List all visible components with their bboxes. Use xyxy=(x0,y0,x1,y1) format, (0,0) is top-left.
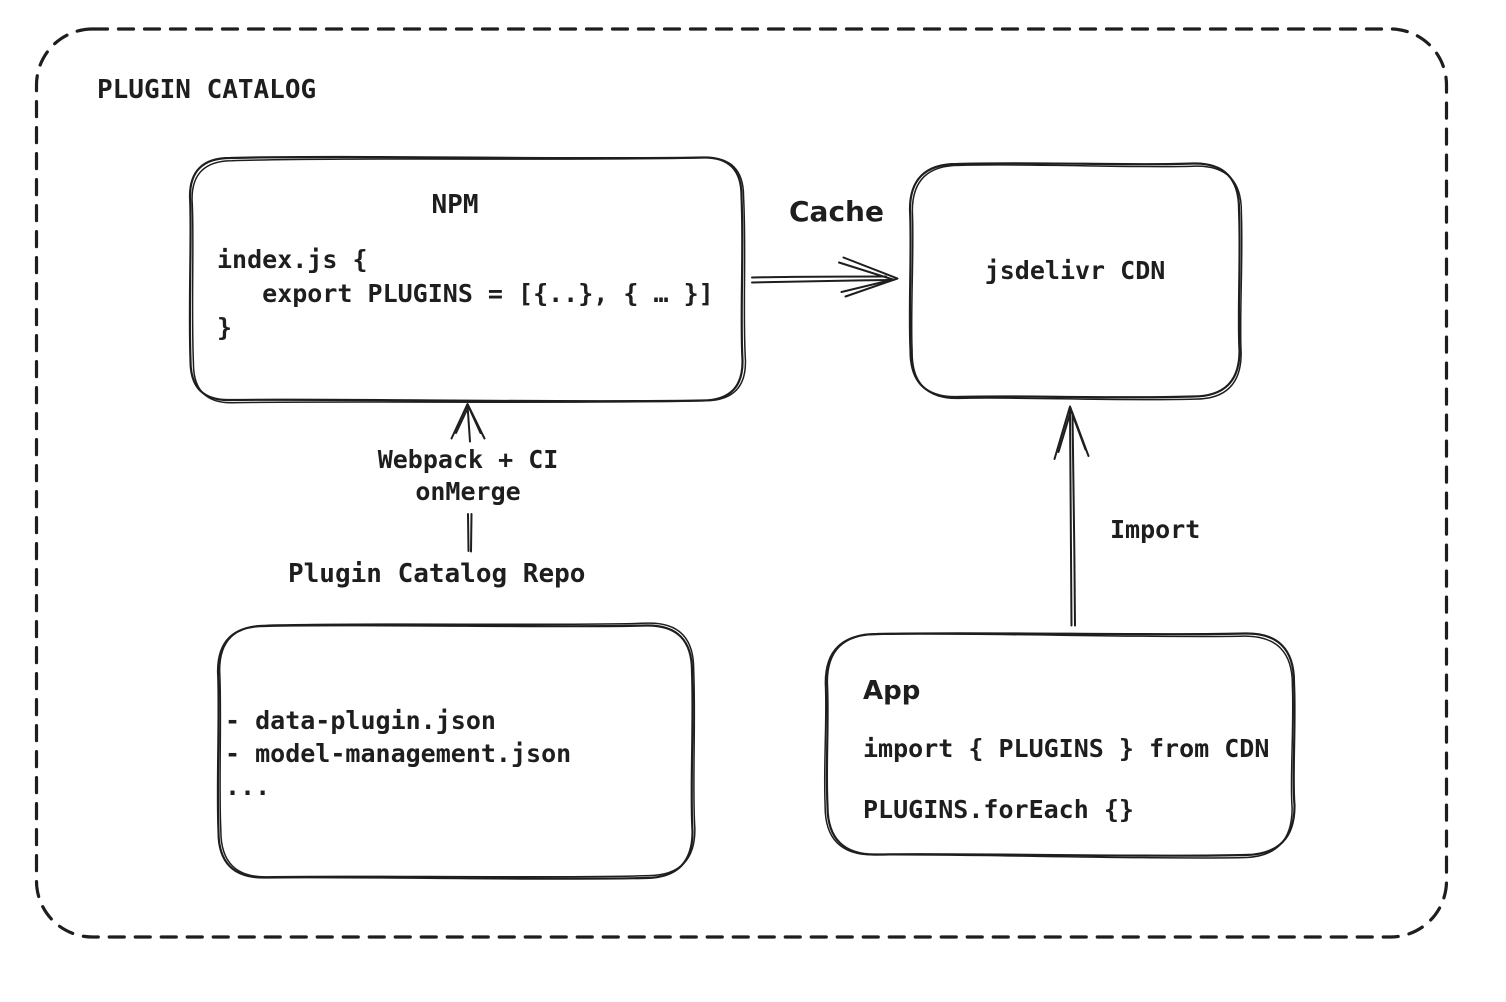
npm-box-title: NPM xyxy=(431,190,479,220)
repo-label: Plugin Catalog Repo xyxy=(288,559,586,589)
app-box xyxy=(823,632,1296,859)
cache-edge-label: Cache xyxy=(789,195,884,228)
cdn-box xyxy=(908,162,1243,401)
cache-arrow xyxy=(751,256,899,298)
npm-code: index.js { export PLUGINS = [{..}, { … }… xyxy=(217,245,714,342)
npm-box xyxy=(188,155,747,404)
diagram-title: PLUGIN CATALOG xyxy=(97,75,317,105)
cache-arrow-head xyxy=(842,256,899,298)
build-arrow-line xyxy=(467,513,470,552)
cdn-box-title: jsdelivr CDN xyxy=(984,256,1166,285)
app-code-import-line: import { PLUGINS } from CDN xyxy=(863,734,1270,763)
app-code-foreach-line: PLUGINS.forEach {} xyxy=(863,795,1134,824)
repo-box xyxy=(216,622,696,880)
repo-file-list: - data-plugin.json - model-management.js… xyxy=(225,706,572,801)
catalog-dashed-border xyxy=(34,27,1449,939)
import-edge-label: Import xyxy=(1110,515,1201,544)
app-box-title: App xyxy=(863,676,921,706)
import-arrow xyxy=(1053,405,1090,627)
build-arrow xyxy=(450,403,486,553)
build-edge-label: Webpack + CI onMerge xyxy=(377,445,559,506)
